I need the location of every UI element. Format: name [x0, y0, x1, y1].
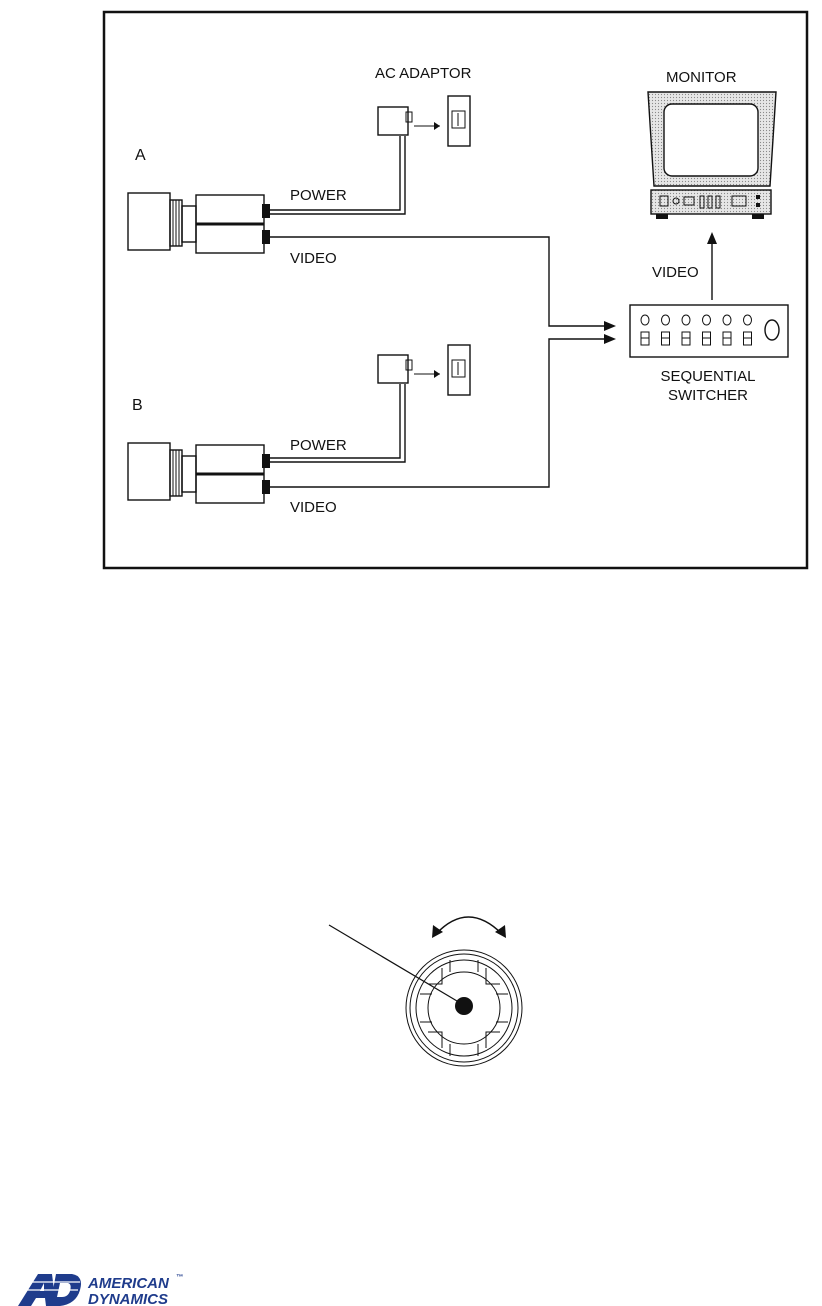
ac-adaptor-a — [270, 95, 471, 215]
camera-a-video-jack — [262, 230, 270, 244]
switcher-indicator — [661, 314, 670, 326]
switcher-indicator — [640, 314, 650, 326]
switcher-label-line2: SWITCHER — [668, 387, 748, 404]
switcher-knob — [764, 319, 780, 341]
switcher-label-line1: SEQUENTIAL — [660, 368, 755, 385]
cross-notches — [428, 968, 500, 1048]
power-label-b: POWER — [290, 437, 347, 454]
monitor — [647, 91, 777, 219]
camera-b-lens-body — [127, 442, 171, 501]
camera-b-video-jack — [262, 480, 270, 494]
camera-a — [127, 192, 270, 254]
camera-b-label: B — [132, 397, 143, 414]
wall-outlet-a — [447, 95, 471, 147]
switcher-indicator — [681, 314, 691, 326]
monitor-screen — [663, 103, 759, 177]
ac-adaptor-b — [270, 344, 471, 463]
logo-line2: DYNAMICS — [88, 1291, 168, 1306]
ac-adaptor-label: AC ADAPTOR — [375, 65, 472, 82]
video-label-a: VIDEO — [290, 250, 337, 267]
logo-tm: ™ — [176, 1274, 183, 1281]
rotation-arrow-right — [495, 925, 506, 938]
power-label-a: POWER — [290, 187, 347, 204]
video-label-b: VIDEO — [290, 499, 337, 516]
camera-a-power-jack — [262, 204, 270, 218]
outer-ring — [405, 949, 523, 1067]
switcher-indicator — [702, 314, 711, 326]
american-dynamics-logo: AMERICAN DYNAMICS ™ — [12, 1274, 183, 1306]
inner-ring — [427, 971, 501, 1045]
monitor-control-panel — [650, 189, 772, 215]
wall-outlet-b — [447, 344, 471, 396]
pointer-line — [328, 924, 458, 1002]
camera-a-label: A — [135, 147, 146, 164]
adaptor-b-body — [377, 354, 409, 384]
camera-a-lens-body — [127, 192, 171, 251]
switcher-indicator — [722, 314, 732, 326]
adjustment-figure — [328, 916, 523, 1067]
video-cable-a — [270, 236, 608, 327]
camera-b-power-jack — [262, 454, 270, 468]
rotation-arrow-left — [432, 925, 443, 938]
monitor-label: MONITOR — [666, 69, 737, 86]
adaptor-a-body — [377, 106, 409, 136]
camera-b — [127, 442, 270, 504]
video-to-monitor-label: VIDEO — [652, 264, 699, 281]
switcher-box — [629, 304, 789, 358]
center-screw — [455, 997, 473, 1015]
ad-logo-mark — [12, 1274, 81, 1306]
switcher-indicator — [743, 314, 752, 326]
sequential-switcher — [629, 304, 789, 358]
rotation-arc — [435, 916, 503, 935]
logo-line1: AMERICAN — [87, 1275, 170, 1292]
diagram-frame — [102, 10, 809, 570]
video-cable-b — [270, 338, 608, 488]
